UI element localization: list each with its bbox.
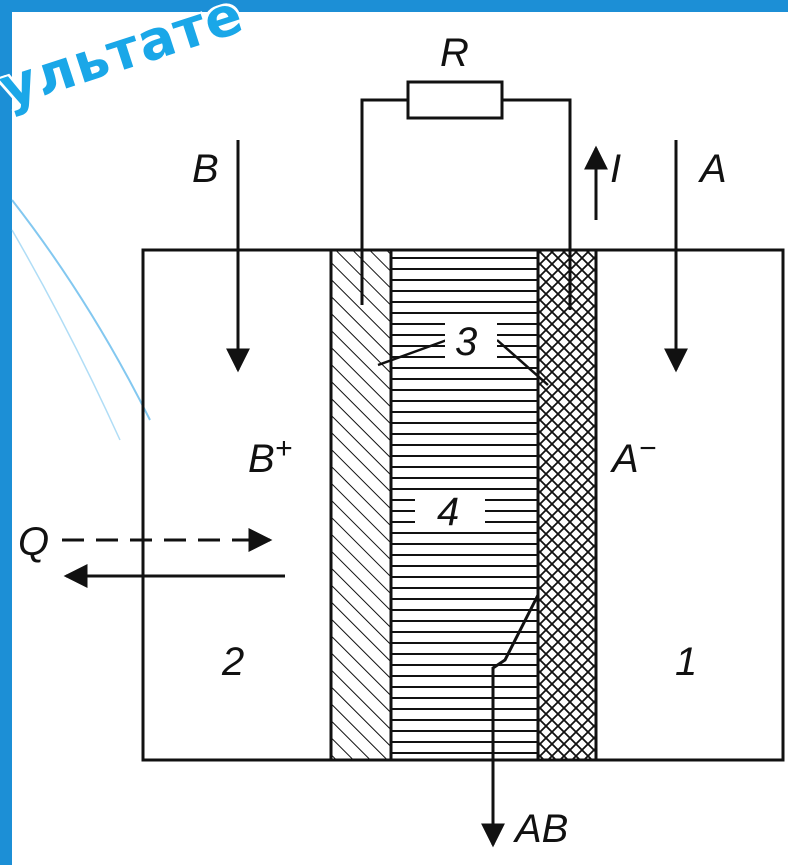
current-label: I — [610, 147, 621, 191]
right-chamber-label: 1 — [675, 640, 697, 684]
input-a-label: A — [698, 147, 727, 191]
anode-electrode — [329, 248, 393, 762]
heat-label: Q — [18, 520, 49, 564]
input-b-label: B — [192, 147, 219, 191]
resistor-label: R — [440, 31, 469, 75]
cathode-electrode — [536, 248, 598, 762]
product-label: AB — [513, 807, 568, 851]
ion-b-label: B+ — [248, 432, 292, 481]
ion-a-label: A− — [610, 432, 656, 481]
left-chamber-label: 2 — [221, 640, 244, 684]
electrode-marker-label: 3 — [455, 320, 477, 364]
external-circuit-wire — [360, 98, 572, 250]
electrode-leader-lines — [377, 338, 549, 386]
resistor — [406, 80, 504, 120]
electrolyte-marker-label: 4 — [437, 490, 459, 534]
product-path — [491, 594, 540, 760]
